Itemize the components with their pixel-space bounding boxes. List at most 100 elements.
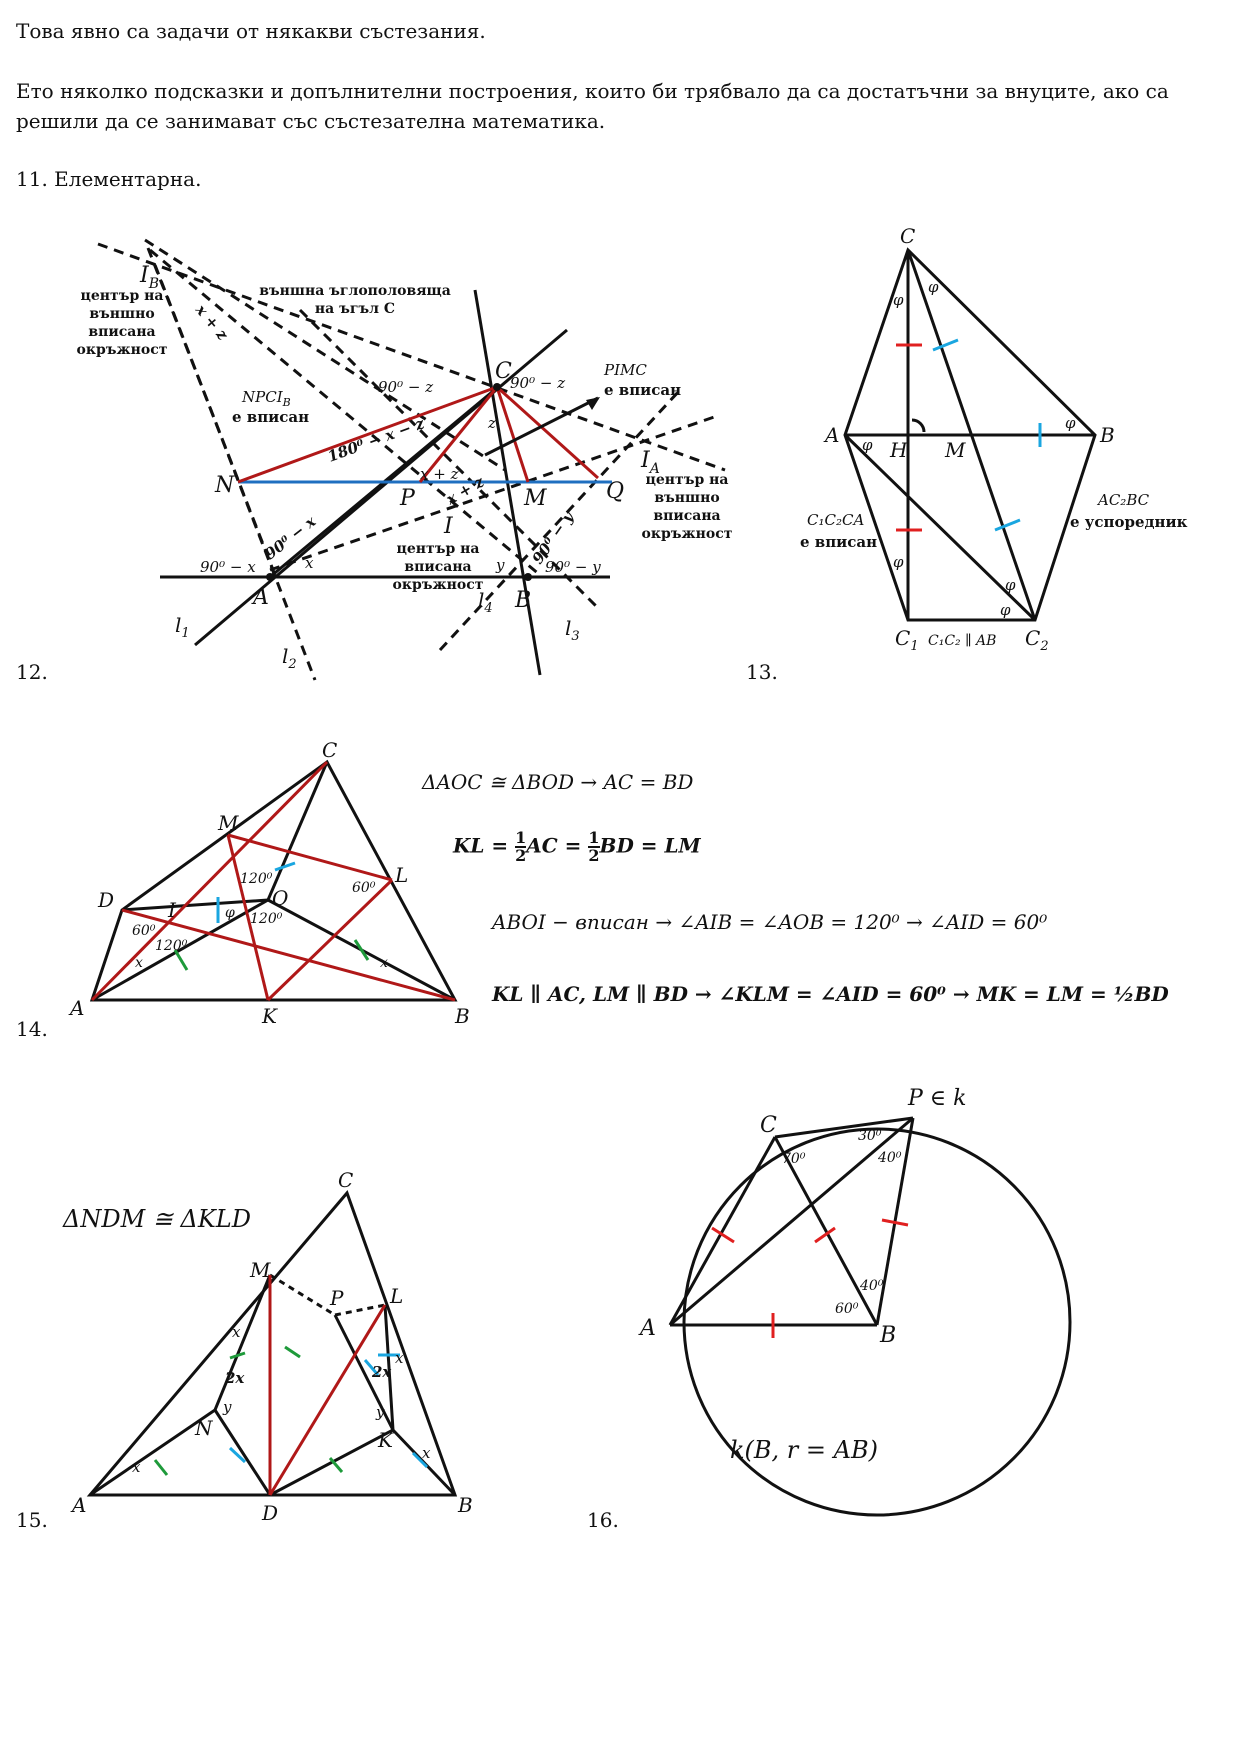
fig12-line-ib-a bbox=[146, 247, 277, 576]
figure-15: ΔNDM ≅ ΔKLD C M P L N K A D B x x y 2x x… bbox=[62, 1168, 473, 1525]
svg-text:30⁰: 30⁰ bbox=[858, 1128, 882, 1144]
svg-text:2x: 2x bbox=[224, 1369, 245, 1387]
fig13-tick-blue-1 bbox=[932, 338, 959, 352]
svg-text:център на: център на bbox=[81, 288, 164, 304]
fig14-tick-green-1 bbox=[173, 949, 189, 971]
fig15-line-pl bbox=[334, 1303, 386, 1317]
svg-text:x: x bbox=[132, 1458, 141, 1476]
fig14-line-ao bbox=[91, 898, 269, 1002]
fig12-line-mc bbox=[495, 386, 530, 483]
fig15-label-d: D bbox=[261, 1501, 278, 1525]
fig16-line-cp bbox=[774, 1116, 914, 1139]
fig13-label-c2: C2 bbox=[1025, 626, 1049, 654]
fig14-tick-green-2 bbox=[353, 939, 370, 961]
svg-text:φ: φ bbox=[893, 291, 904, 309]
fig13-pentagon bbox=[843, 247, 1097, 622]
fig15-tick-blue-2 bbox=[363, 1359, 380, 1376]
fig12-ext-bisector-label: външна ъглополовяща на ъгъл C bbox=[259, 283, 451, 317]
fig16-label-p: P ∈ k bbox=[907, 1086, 966, 1111]
svg-text:y: y bbox=[375, 1403, 385, 1421]
fig12-angle-x: x bbox=[305, 554, 314, 572]
fig14-formula-1: ΔAOC ≅ ΔBOD → AC = BD bbox=[422, 770, 694, 794]
fig13-phi-marks: φ φ φ φ φ φ φ bbox=[862, 278, 1076, 619]
fig12-arrowhead bbox=[586, 397, 600, 410]
fig15-tick-green-4 bbox=[328, 1457, 344, 1473]
fig12-label-n: N bbox=[214, 473, 235, 498]
fig14-line-kl bbox=[266, 878, 394, 1002]
figure-16: P ∈ k C A B 70⁰ 30⁰ 40⁰ 40⁰ 60⁰ k(B, r =… bbox=[638, 1086, 1072, 1517]
fig14-line-oc bbox=[266, 761, 329, 901]
svg-text:60⁰: 60⁰ bbox=[352, 880, 376, 896]
svg-text:център на: център на bbox=[646, 472, 729, 488]
fig14-label-d: D bbox=[97, 888, 114, 912]
fig15-label-m: M bbox=[249, 1258, 271, 1282]
fig15-line-pk bbox=[333, 1314, 395, 1431]
fig15-label-a: A bbox=[70, 1493, 86, 1517]
fig16-tick-3 bbox=[814, 1226, 836, 1244]
fig14-line-ac bbox=[90, 760, 329, 1002]
svg-text:x: x bbox=[135, 955, 143, 971]
problem-number-16: 16. bbox=[587, 1508, 619, 1532]
fig12-npcib-inscribed: е вписан bbox=[232, 408, 309, 426]
fig13-parallel-note: C₁C₂ ∥ AB bbox=[928, 633, 996, 649]
svg-text:център на: център на bbox=[397, 541, 480, 557]
fig12-angle-90-x-left: 90⁰ − x bbox=[200, 558, 256, 576]
fig12-line-l3 bbox=[298, 308, 602, 612]
fig16-angle-labels: 70⁰ 30⁰ 40⁰ 40⁰ 60⁰ bbox=[782, 1128, 902, 1317]
fig12-arrow bbox=[484, 396, 599, 457]
fig13-line-ac2 bbox=[843, 433, 1037, 622]
fig14-formula-4: KL ∥ AC, LM ∥ BD → ∠KLM = ∠AID = 60⁰ → M… bbox=[492, 982, 1169, 1006]
fig12-label-a: A bbox=[251, 585, 269, 610]
fig15-tick-green-1 bbox=[153, 1459, 169, 1476]
fig12-line-qc bbox=[495, 385, 600, 480]
figure-12: IB C IA N P M Q I A B l1 l2 l3 l4 център… bbox=[77, 238, 733, 681]
svg-text:x: x bbox=[395, 1349, 404, 1367]
svg-text:φ: φ bbox=[1000, 601, 1011, 619]
fig16-label-c: C bbox=[760, 1113, 777, 1138]
fig15-line-kl bbox=[383, 1304, 395, 1431]
fig13-label-m: M bbox=[944, 438, 966, 462]
fig12-incenter-label: център на вписана окръжност bbox=[393, 541, 484, 593]
svg-text:120⁰: 120⁰ bbox=[240, 871, 273, 887]
fig16-circle bbox=[682, 1127, 1072, 1517]
hints-paragraph: Ето няколко подсказки и допълнителни пос… bbox=[16, 79, 1169, 133]
fig14-line-db bbox=[121, 908, 456, 1002]
svg-text:външна ъглополовяща: външна ъглополовяща bbox=[259, 283, 451, 299]
fig13-inscribed: е вписан bbox=[800, 533, 877, 551]
fig14-label-k: K bbox=[261, 1004, 278, 1028]
fig12-excenter-b-label: център на външно вписана окръжност bbox=[77, 288, 168, 358]
fig12-label-c: C bbox=[495, 359, 512, 384]
fig13-label-h: H bbox=[889, 438, 908, 462]
fig12-label-ib: IB bbox=[139, 263, 159, 292]
fig15-label-c: C bbox=[338, 1168, 353, 1192]
figure-13: C A H M B C1 C2 φ φ φ φ φ φ φ C₁C₂CA е в… bbox=[800, 224, 1188, 654]
fig12-angle-x-z-p: x + z bbox=[420, 465, 459, 483]
svg-text:120⁰: 120⁰ bbox=[250, 911, 283, 927]
svg-text:φ: φ bbox=[1065, 414, 1076, 432]
fig15-title: ΔNDM ≅ ΔKLD bbox=[62, 1205, 251, 1233]
fig15-label-n: N bbox=[194, 1416, 214, 1440]
fig12-label-b: B bbox=[514, 588, 531, 613]
fig16-label-b: B bbox=[879, 1323, 896, 1348]
fig12-point-a bbox=[266, 573, 274, 581]
fig12-angle-90-z-left: 90⁰ − z bbox=[378, 378, 433, 396]
fig12-label-ia: IA bbox=[640, 448, 660, 477]
fig15-line-mn bbox=[213, 1274, 272, 1411]
fig14-line-ml bbox=[227, 833, 393, 882]
fig15-tick-green-2 bbox=[229, 1351, 246, 1360]
problem-number-15: 15. bbox=[16, 1508, 48, 1532]
fig12-angle-90-z-right: 90⁰ − z bbox=[510, 374, 565, 392]
svg-text:φ: φ bbox=[862, 436, 873, 454]
svg-text:y: y bbox=[222, 1398, 232, 1416]
fig14-label-o: O bbox=[272, 886, 288, 910]
svg-text:70⁰: 70⁰ bbox=[782, 1151, 806, 1167]
fig16-tick-4 bbox=[881, 1218, 909, 1227]
svg-text:40⁰: 40⁰ bbox=[859, 1278, 884, 1294]
fig15-label-k: K bbox=[377, 1428, 394, 1452]
fig12-npcib: NPCIB bbox=[241, 388, 291, 409]
fig15-line-mp bbox=[269, 1273, 336, 1317]
fig12-point-b bbox=[524, 573, 532, 581]
fig15-label-b: B bbox=[457, 1493, 473, 1517]
fig15-tick-blue-4 bbox=[411, 1451, 429, 1469]
